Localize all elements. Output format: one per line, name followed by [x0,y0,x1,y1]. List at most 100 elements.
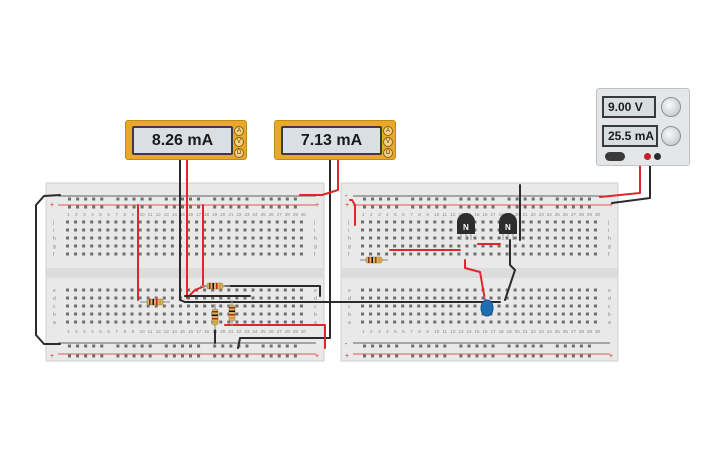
tie-point[interactable] [409,312,413,316]
tie-point[interactable] [393,252,397,256]
tie-point[interactable] [267,304,271,308]
tie-point[interactable] [90,296,94,300]
tie-point[interactable] [187,244,190,248]
tie-point[interactable] [154,312,158,316]
tie-point[interactable] [114,236,118,240]
tie-point[interactable] [529,236,533,240]
rail-hole[interactable] [237,354,241,358]
tie-point[interactable] [577,252,581,256]
tie-point[interactable] [577,220,581,224]
rail-hole[interactable] [579,197,583,201]
tie-point[interactable] [545,312,549,316]
rail-hole[interactable] [419,205,423,209]
tie-point[interactable] [489,220,493,224]
tie-point[interactable] [66,252,69,256]
tie-point[interactable] [275,228,279,232]
tie-point[interactable] [74,288,78,292]
tie-point[interactable] [66,296,69,300]
tie-point[interactable] [251,296,255,300]
tie-point[interactable] [162,244,166,248]
tie-point[interactable] [393,312,397,316]
tie-point[interactable] [203,220,207,224]
tie-point[interactable] [299,252,303,256]
rail-hole[interactable] [148,197,152,201]
tie-point[interactable] [219,312,223,316]
tie-point[interactable] [473,304,477,308]
tie-point[interactable] [162,320,166,324]
rail-hole[interactable] [76,205,80,209]
tie-point[interactable] [203,252,207,256]
tie-point[interactable] [299,320,303,324]
tie-point[interactable] [441,236,445,240]
rail-hole[interactable] [100,205,104,209]
tie-point[interactable] [227,236,231,240]
rail-hole[interactable] [571,197,575,201]
tie-point[interactable] [146,220,150,224]
tie-point[interactable] [66,220,69,224]
tie-point[interactable] [243,252,247,256]
tie-point[interactable] [82,244,86,248]
tie-point[interactable] [106,320,110,324]
tie-point[interactable] [465,236,469,240]
tie-point[interactable] [90,304,94,308]
tie-point[interactable] [585,244,589,248]
tie-point[interactable] [457,252,461,256]
rail-hole[interactable] [363,354,366,358]
tie-point[interactable] [106,288,110,292]
rail-hole[interactable] [180,205,184,209]
rail-hole[interactable] [395,205,399,209]
tie-point[interactable] [90,244,94,248]
tie-point[interactable] [219,236,223,240]
rail-hole[interactable] [579,354,583,358]
rail-hole[interactable] [507,197,511,201]
tie-point[interactable] [441,228,445,232]
tie-point[interactable] [473,236,477,240]
rail-hole[interactable] [140,344,144,348]
tie-point[interactable] [203,236,207,240]
tie-point[interactable] [98,252,102,256]
tie-point[interactable] [90,312,94,316]
tie-point[interactable] [369,304,373,308]
rail-hole[interactable] [475,205,479,209]
tie-point[interactable] [505,252,509,256]
tie-point[interactable] [553,288,557,292]
tie-point[interactable] [187,312,190,316]
tie-point[interactable] [219,304,223,308]
tie-point[interactable] [170,220,174,224]
tie-point[interactable] [98,304,102,308]
tie-point[interactable] [521,228,525,232]
tie-point[interactable] [98,236,102,240]
tie-point[interactable] [154,288,158,292]
tie-point[interactable] [489,236,493,240]
tie-point[interactable] [425,312,429,316]
tie-point[interactable] [513,304,517,308]
tie-point[interactable] [90,252,94,256]
power-supply[interactable]: 9.00 V 25.5 mA [596,88,690,166]
tie-point[interactable] [577,228,581,232]
tie-point[interactable] [235,304,239,308]
tie-point[interactable] [545,244,549,248]
tie-point[interactable] [170,320,174,324]
tie-point[interactable] [505,288,509,292]
rail-hole[interactable] [475,197,479,201]
tie-point[interactable] [425,320,429,324]
tie-point[interactable] [425,288,429,292]
tie-point[interactable] [585,236,589,240]
rail-hole[interactable] [116,197,120,201]
tie-point[interactable] [291,304,295,308]
tie-point[interactable] [170,236,174,240]
tie-point[interactable] [553,252,557,256]
tie-point[interactable] [441,244,445,248]
tie-point[interactable] [243,312,247,316]
tie-point[interactable] [361,244,364,248]
tie-point[interactable] [505,304,509,308]
tie-point[interactable] [299,228,303,232]
rail-hole[interactable] [221,354,225,358]
tie-point[interactable] [521,320,525,324]
rail-hole[interactable] [285,344,289,348]
tie-point[interactable] [275,244,279,248]
tie-point[interactable] [513,296,517,300]
tie-point[interactable] [106,296,110,300]
tie-point[interactable] [417,304,421,308]
tie-point[interactable] [251,236,255,240]
